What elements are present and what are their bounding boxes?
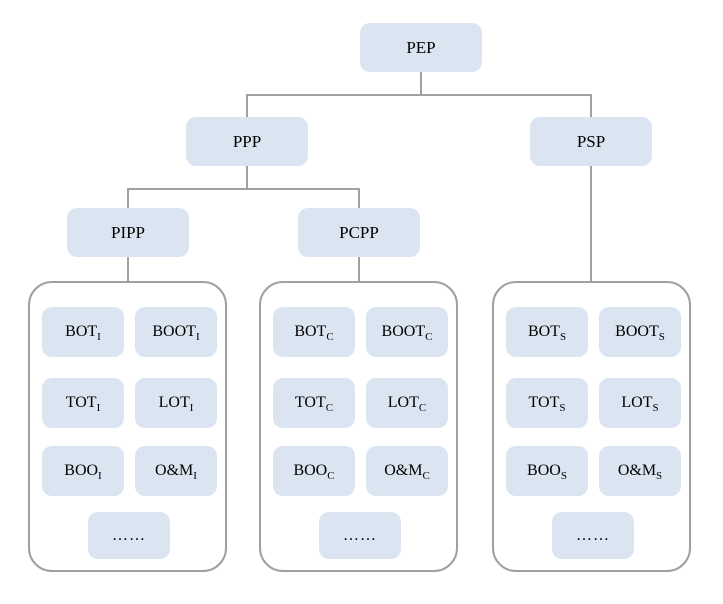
item-subscript: C: [326, 331, 334, 344]
item-subscript: I: [98, 470, 102, 483]
item-box: BOOI: [42, 446, 124, 496]
node-pcpp: PCPP: [298, 208, 420, 257]
item-box: TOTC: [273, 378, 355, 428]
item-subscript: I: [195, 331, 200, 344]
item-subscript: S: [560, 470, 567, 483]
item-subscript: S: [656, 470, 663, 483]
item-label: LOTS: [621, 394, 659, 415]
item-subscript: S: [652, 402, 659, 415]
item-box: O&MI: [135, 446, 217, 496]
item-box: LOTC: [366, 378, 448, 428]
item-subscript: C: [418, 402, 427, 415]
connector-pcpp-group: [358, 257, 360, 281]
connector-level2-horizontal: [127, 188, 360, 190]
item-subscript: S: [559, 331, 567, 344]
item-label: TOTI: [65, 394, 101, 415]
item-subscript: I: [97, 331, 101, 344]
item-box: BOOS: [506, 446, 588, 496]
group-psp: BOTS BOOTS TOTS LOTS BOOS O&MS ……: [492, 281, 691, 572]
item-label: O&MS: [617, 462, 663, 483]
item-box: TOTS: [506, 378, 588, 428]
item-box: O&MS: [599, 446, 681, 496]
connector-level1-horizontal: [246, 94, 592, 96]
item-label: BOOTC: [381, 323, 433, 344]
item-label: BOOS: [527, 462, 567, 483]
item-subscript: C: [422, 470, 430, 483]
item-box: TOTI: [42, 378, 124, 428]
item-box: BOOTI: [135, 307, 217, 357]
item-box: BOOTS: [599, 307, 681, 357]
item-label: TOTS: [528, 394, 566, 415]
item-label: LOTC: [387, 394, 427, 415]
item-subscript: I: [193, 470, 197, 483]
item-subscript: I: [96, 402, 101, 415]
node-pipp: PIPP: [67, 208, 189, 257]
connector-pep-down: [420, 72, 422, 94]
item-subscript: C: [425, 331, 433, 344]
item-label: O&MC: [384, 462, 430, 483]
item-subscript: C: [325, 402, 334, 415]
item-box: BOTS: [506, 307, 588, 357]
connector-pipp-group: [127, 257, 129, 281]
item-box: BOTI: [42, 307, 124, 357]
item-label: TOTC: [294, 394, 334, 415]
ellipsis-box: ……: [552, 512, 634, 559]
item-label: BOTI: [65, 323, 101, 344]
item-box: BOOC: [273, 446, 355, 496]
node-label: PPP: [232, 131, 262, 151]
ellipsis-label: ……: [576, 526, 610, 544]
item-label: BOOTI: [152, 323, 200, 344]
item-label: O&MI: [155, 462, 197, 483]
item-label: BOTS: [527, 323, 567, 344]
connector-ppp-down: [246, 166, 248, 188]
item-box: O&MC: [366, 446, 448, 496]
connector-psp-drop: [590, 96, 592, 117]
connector-pipp-drop: [127, 190, 129, 208]
group-pipp: BOTI BOOTI TOTI LOTI BOOI O&MI ……: [28, 281, 227, 572]
node-ppp: PPP: [186, 117, 308, 166]
node-label: PSP: [576, 131, 606, 151]
node-label: PEP: [406, 37, 436, 57]
ellipsis-box: ……: [88, 512, 170, 559]
group-pcpp: BOTC BOOTC TOTC LOTC BOOC O&MC ……: [259, 281, 458, 572]
node-psp: PSP: [530, 117, 652, 166]
node-pep: PEP: [360, 23, 482, 72]
item-subscript: S: [559, 402, 566, 415]
node-label: PIPP: [110, 222, 146, 242]
node-label: PCPP: [339, 222, 379, 242]
item-box: LOTS: [599, 378, 681, 428]
ellipsis-label: ……: [343, 526, 377, 544]
item-subscript: S: [658, 331, 665, 344]
ellipsis-label: ……: [112, 526, 146, 544]
connector-psp-group: [590, 166, 592, 281]
ellipsis-box: ……: [319, 512, 401, 559]
item-subscript: I: [189, 402, 194, 415]
item-label: BOOTS: [615, 323, 665, 344]
item-subscript: C: [327, 470, 335, 483]
item-box: LOTI: [135, 378, 217, 428]
connector-pcpp-drop: [358, 190, 360, 208]
item-label: BOTC: [294, 323, 334, 344]
item-label: BOOI: [64, 462, 102, 483]
item-box: BOTC: [273, 307, 355, 357]
item-label: LOTI: [158, 394, 194, 415]
item-label: BOOC: [293, 462, 335, 483]
item-box: BOOTC: [366, 307, 448, 357]
connector-ppp-drop: [246, 96, 248, 117]
